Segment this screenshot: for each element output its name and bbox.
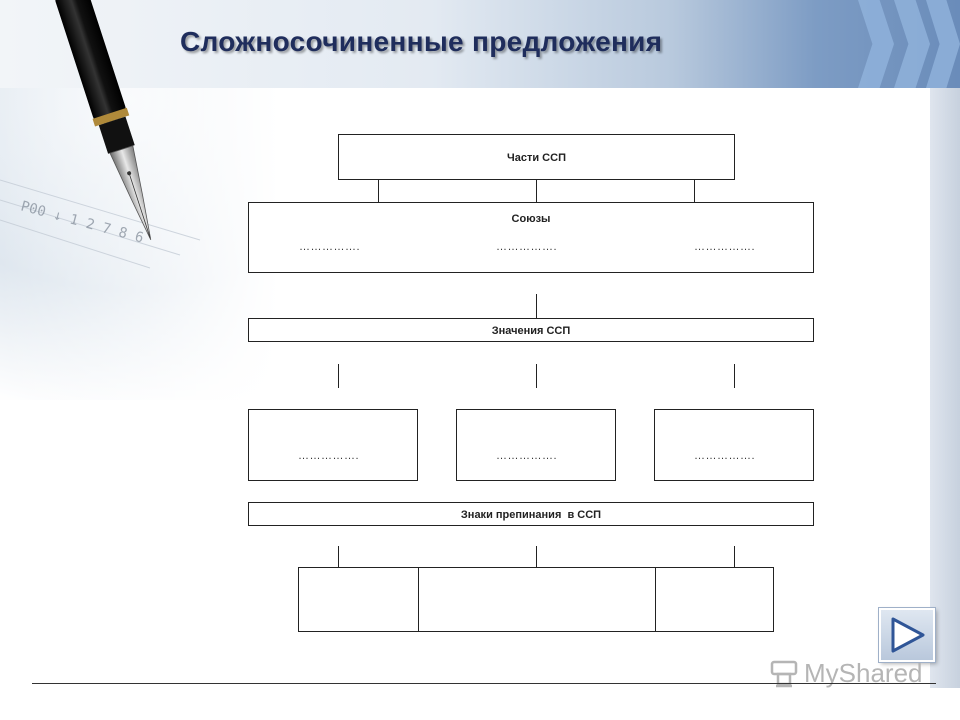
slide-title: Сложносочиненные предложения [180, 26, 663, 57]
play-triangle-icon [891, 617, 925, 653]
connector-line [536, 294, 537, 318]
punctuation-cell [655, 567, 774, 632]
footer-divider [32, 683, 936, 684]
conjunctions-box: Союзы ……………. ……………. ……………. [248, 202, 814, 273]
meanings-box-label: Значения ССП [491, 325, 571, 337]
connector-line [338, 364, 339, 388]
conjunctions-box-label: Союзы [511, 213, 551, 225]
meanings-box: Значения ССП [248, 318, 814, 342]
punctuation-box: Знаки препинания в ССП [248, 502, 814, 526]
parts-box: Части ССП [338, 134, 735, 180]
punctuation-cell [418, 567, 656, 632]
paper-illustration: P00 ↓ 1 2 7 8 6 [0, 179, 201, 269]
connector-line [378, 180, 379, 202]
punctuation-box-label: Знаки препинания в ССП [460, 509, 602, 521]
conjunction-blank: ……………. [299, 241, 361, 253]
connector-line [734, 364, 735, 388]
punctuation-cell [298, 567, 419, 632]
connector-line [734, 546, 735, 568]
meaning-blank: ……………. [694, 450, 756, 462]
fountain-pen-icon [55, 0, 152, 240]
parts-box-label: Части ССП [507, 152, 566, 164]
connector-line [536, 546, 537, 568]
myshared-logo-icon [770, 660, 798, 688]
conjunction-blank: ……………. [694, 241, 756, 253]
meaning-blank: ……………. [496, 450, 558, 462]
meaning-box: ……………. [654, 409, 814, 481]
right-side-band [930, 88, 960, 688]
connector-line [536, 180, 537, 202]
connector-line [694, 180, 695, 202]
next-slide-button[interactable] [879, 608, 935, 662]
watermark-text: MyShared [804, 658, 923, 688]
connector-line [338, 546, 339, 568]
header-band [0, 0, 960, 88]
conjunction-blank: ……………. [496, 241, 558, 253]
meaning-blank: ……………. [298, 450, 360, 462]
meaning-box: ……………. [456, 409, 616, 481]
meaning-box: ……………. [248, 409, 418, 481]
connector-line [536, 364, 537, 388]
